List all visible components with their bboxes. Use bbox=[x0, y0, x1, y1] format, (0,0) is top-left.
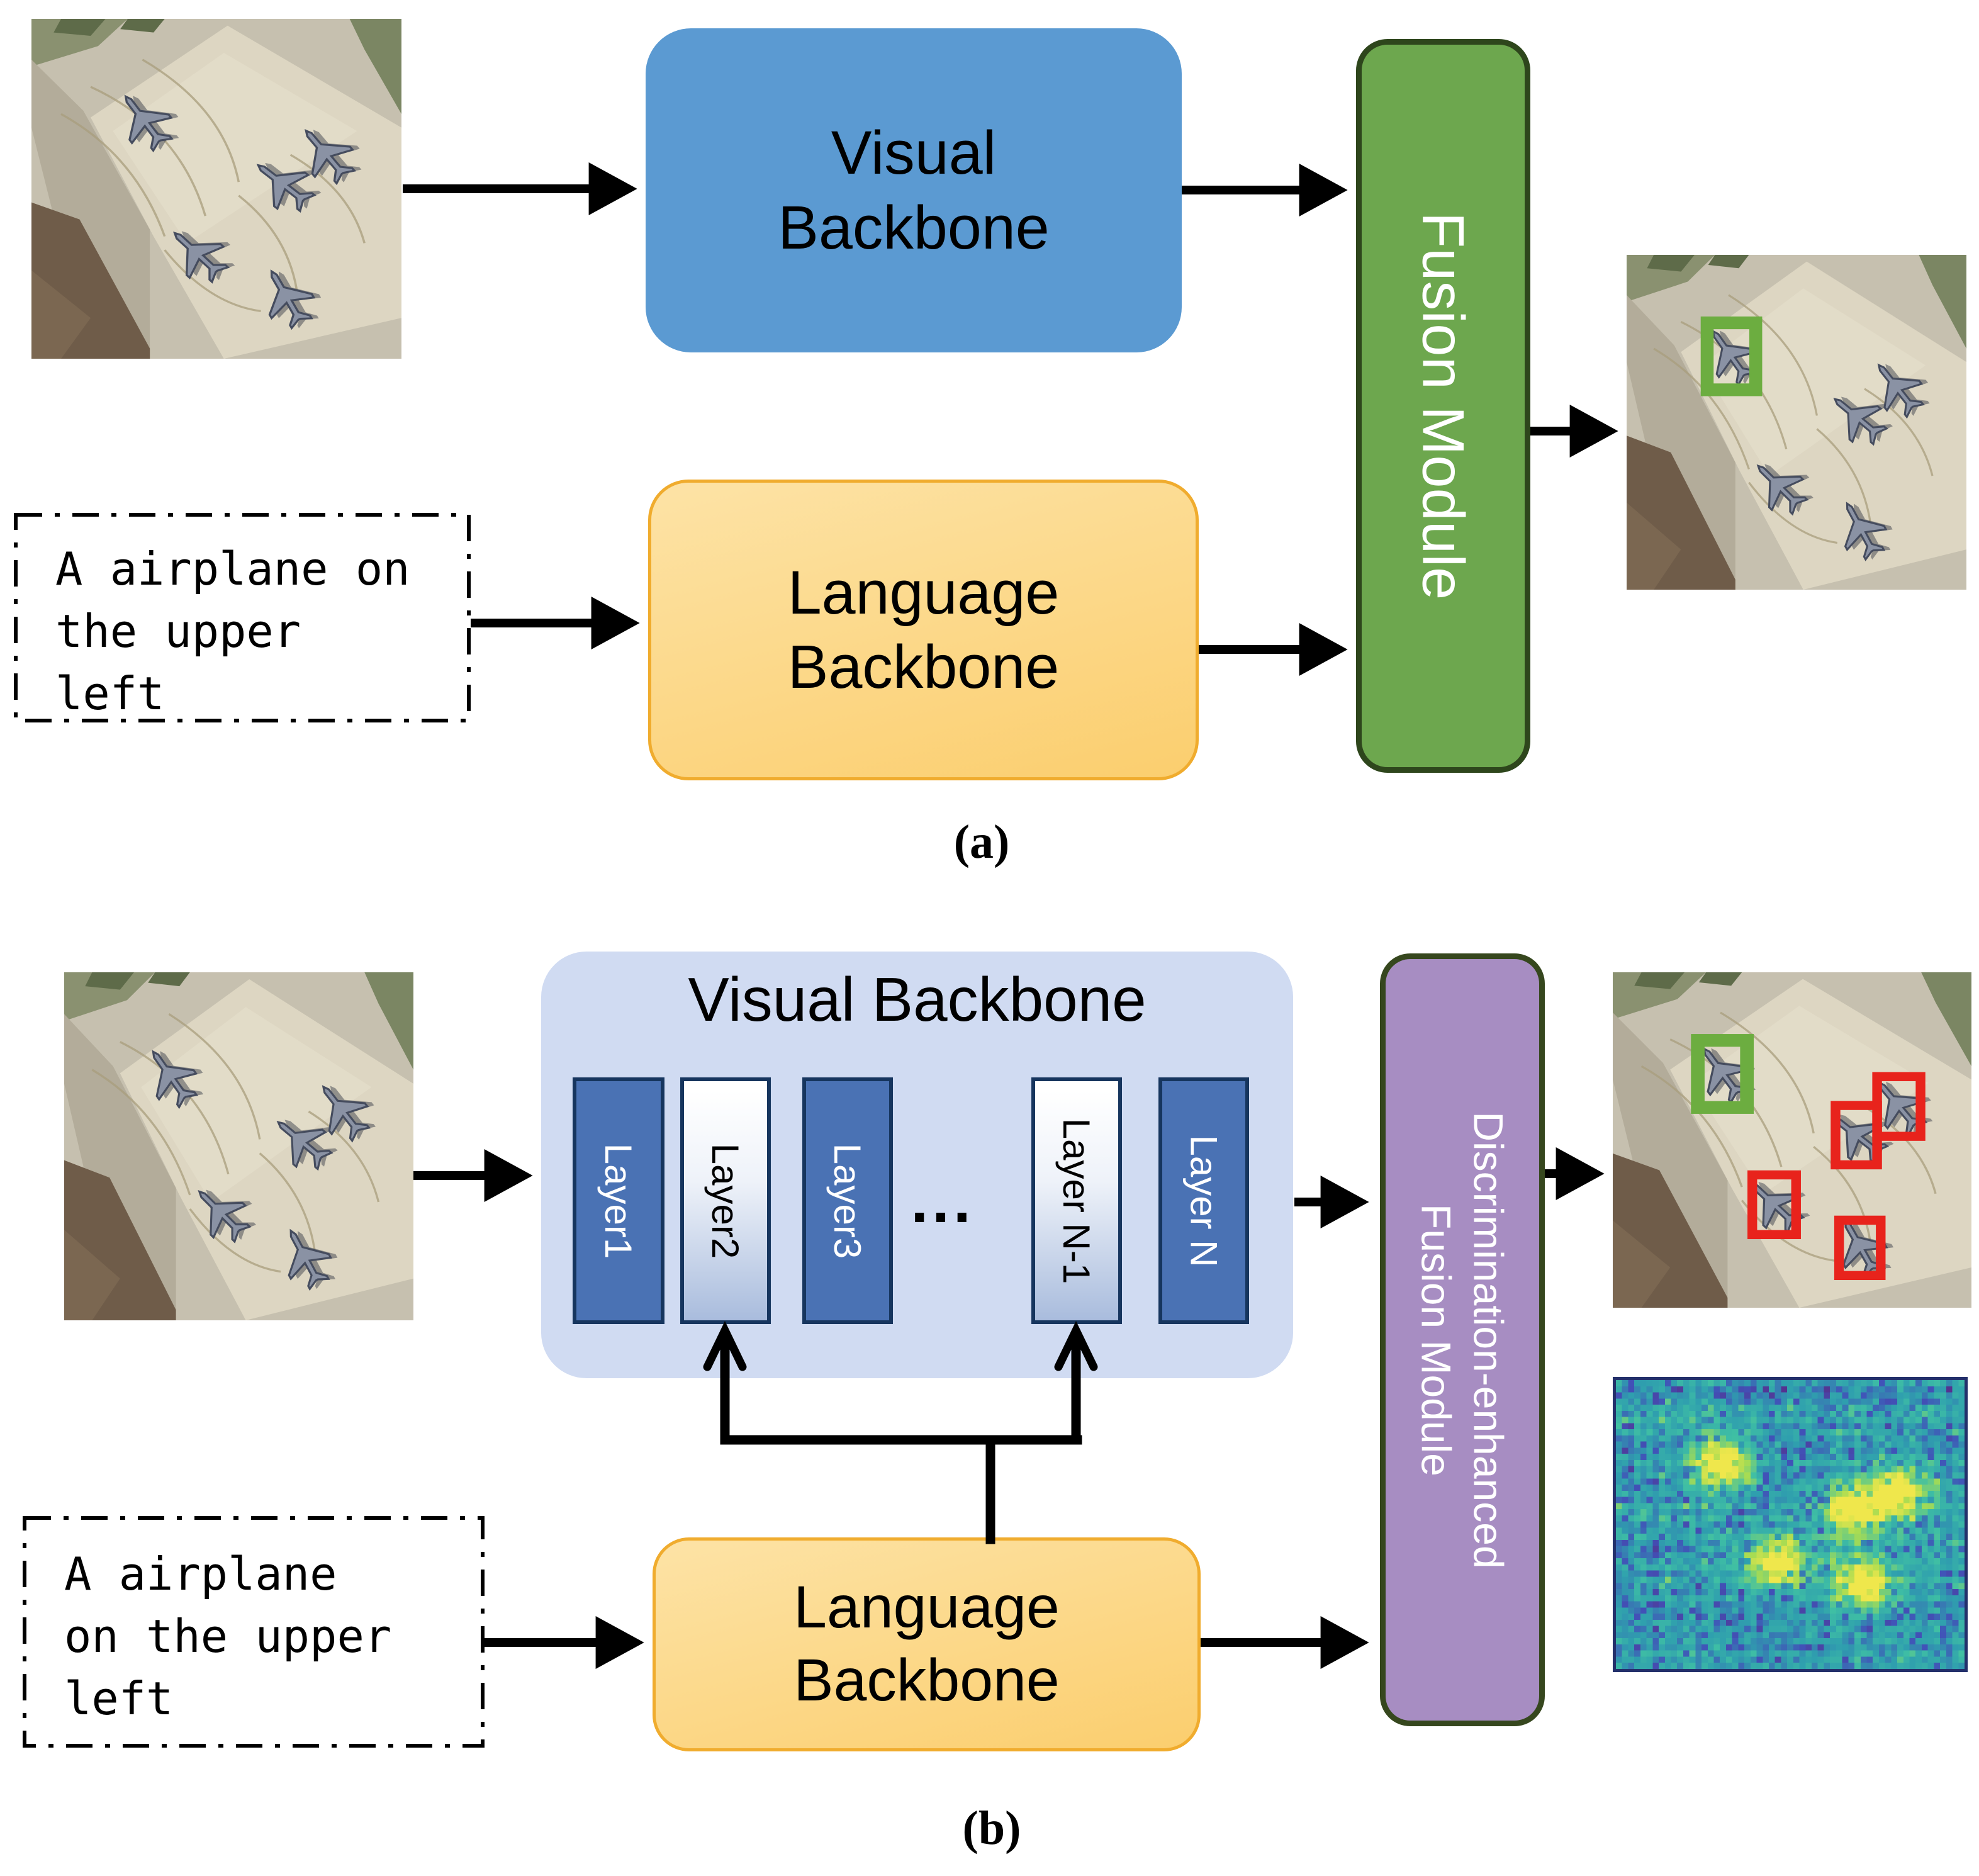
layer-box-layer1: Layer1 bbox=[573, 1077, 664, 1324]
airplane bbox=[305, 129, 362, 186]
layer-label: Layer N bbox=[1182, 1134, 1225, 1267]
aerial-output-image-a bbox=[1627, 255, 1966, 590]
airplane bbox=[1833, 396, 1893, 446]
detection-box-red bbox=[1830, 1101, 1882, 1170]
language-backbone-box-b: Language Backbone bbox=[653, 1537, 1201, 1751]
layer-label: Layer1 bbox=[597, 1143, 640, 1259]
panel-label-a: (a) bbox=[953, 816, 1010, 868]
query-text-a: A airplane on the upper left bbox=[55, 542, 410, 720]
airplane bbox=[1756, 464, 1814, 516]
layer-box-layer2: Layer2 bbox=[680, 1077, 771, 1324]
detection-box-red bbox=[1834, 1215, 1886, 1281]
layer-box-layer-n-1: Layer N-1 bbox=[1031, 1077, 1122, 1324]
layer-label: Layer3 bbox=[826, 1143, 869, 1259]
airplane bbox=[198, 1189, 257, 1244]
layer-label: Layer2 bbox=[704, 1143, 747, 1259]
layers-ellipsis: ... bbox=[911, 1165, 975, 1236]
airplane bbox=[268, 269, 322, 330]
layer-label: Layer N-1 bbox=[1055, 1118, 1098, 1284]
aerial-input-image-b bbox=[64, 972, 413, 1320]
aerial-output-image-b bbox=[1613, 972, 1971, 1308]
airplane bbox=[152, 1050, 204, 1109]
fusion-module-label-a: Fusion Module bbox=[1410, 211, 1477, 600]
attention-heatmap-canvas bbox=[1616, 1380, 1965, 1669]
airplane bbox=[173, 231, 235, 284]
fusion-module-box-b: Discrimination-enhanced Fusion Module bbox=[1380, 953, 1545, 1726]
detection-box-green bbox=[1691, 1034, 1754, 1114]
airplane bbox=[322, 1085, 376, 1143]
attention-heatmap bbox=[1613, 1377, 1968, 1672]
airplane bbox=[124, 94, 179, 153]
airplane bbox=[1877, 363, 1930, 419]
visual-backbone-title-b: Visual Backbone bbox=[688, 965, 1146, 1034]
visual-backbone-label-a: Visual Backbone bbox=[778, 118, 1050, 262]
layer-box-layer3: Layer3 bbox=[802, 1077, 893, 1324]
visual-backbone-box-a: Visual Backbone bbox=[646, 28, 1182, 352]
aerial-input-image-a bbox=[31, 19, 401, 359]
language-backbone-box-a: Language Backbone bbox=[648, 480, 1199, 780]
fusion-module-label-b: Discrimination-enhanced Fusion Module bbox=[1413, 1111, 1512, 1569]
language-backbone-label-a: Language Backbone bbox=[787, 558, 1060, 701]
query-text-b: A airplane on the upper left bbox=[64, 1547, 392, 1725]
detection-box-red bbox=[1747, 1170, 1801, 1240]
fusion-module-box-a: Fusion Module bbox=[1356, 39, 1530, 773]
layer-box-layer-n: Layer N bbox=[1158, 1077, 1249, 1324]
airplane bbox=[1844, 502, 1893, 561]
airplane bbox=[256, 162, 322, 213]
airplane bbox=[288, 1228, 338, 1291]
language-backbone-label-b: Language Backbone bbox=[793, 1574, 1060, 1714]
detection-box-green bbox=[1700, 316, 1763, 396]
airplane bbox=[276, 1120, 338, 1171]
panel-label-b: (b) bbox=[962, 1802, 1021, 1855]
